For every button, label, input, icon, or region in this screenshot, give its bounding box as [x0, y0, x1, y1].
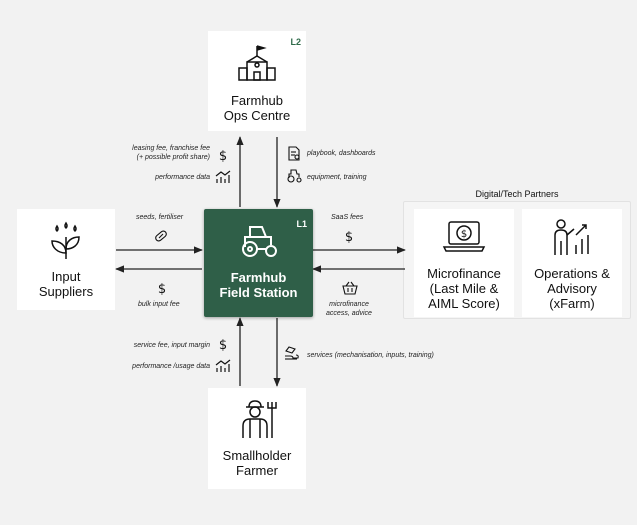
leasing-fee-line2: (+ possible profit share) — [136, 154, 210, 161]
microfinance-line1: Microfinance — [427, 266, 501, 281]
field-station-line1: Farmhub — [230, 270, 287, 285]
flow-performance-data: performance data — [155, 174, 210, 181]
hand-box-icon — [285, 346, 299, 360]
sprout-icon — [51, 221, 80, 259]
svg-text:$: $ — [219, 149, 227, 162]
flow-performance-usage: performance /usage data — [132, 363, 210, 370]
ops-centre-line2: Ops Centre — [223, 108, 291, 123]
microfinance-line2: (Last Mile & — [429, 281, 499, 296]
operations-line2: Advisory — [547, 281, 597, 296]
flow-services: services (mechanisation, inputs, trainin… — [307, 352, 434, 359]
flow-service-fee: service fee, input margin — [133, 342, 210, 349]
presenter-chart-icon — [554, 219, 589, 255]
operations-line3: (xFarm) — [549, 296, 595, 311]
trend-chart-icon — [215, 359, 231, 372]
node-microfinance: $ Microfinance (Last Mile & AIML Score) — [414, 209, 514, 317]
dollar-icon: $ — [158, 282, 166, 295]
dollar-icon: $ — [345, 230, 353, 243]
laptop-dollar-icon: $ — [442, 221, 486, 252]
smallholder-line1: Smallholder — [222, 448, 292, 463]
microfinance-access-line1: microfinance — [329, 301, 369, 308]
flow-seeds: seeds, fertiliser — [136, 214, 184, 221]
node-ops-centre: L2 Farmhub Ops Centre — [208, 31, 306, 131]
node-field-station: L1 Farmhub Field Station — [204, 209, 313, 317]
document-chart-icon — [288, 146, 300, 161]
trend-chart-icon — [215, 170, 231, 183]
dollar-icon: $ — [219, 338, 227, 351]
flow-bulk-fee: bulk input fee — [138, 301, 180, 308]
dollar-icon: $ — [219, 149, 227, 162]
leasing-fee-line1: leasing fee, franchise fee — [132, 145, 210, 152]
tractor-small-icon — [287, 169, 302, 183]
svg-text:$: $ — [158, 282, 166, 295]
operations-line1: Operations & — [534, 266, 610, 281]
node-smallholder-farmer: Smallholder Farmer — [208, 388, 306, 489]
svg-text:$: $ — [345, 230, 353, 243]
flow-equipment: equipment, training — [307, 174, 367, 181]
svg-text:$: $ — [219, 338, 227, 351]
flow-playbook: playbook, dashboards — [307, 150, 376, 157]
smallholder-line2: Farmer — [236, 463, 278, 478]
input-suppliers-line2: Suppliers — [38, 284, 94, 299]
field-station-line2: Field Station — [219, 285, 298, 300]
flow-leasing-fee: leasing fee, franchise fee (+ possible p… — [100, 144, 210, 162]
ops-centre-line1: Farmhub — [230, 93, 284, 108]
school-building-icon — [238, 45, 276, 81]
flow-microfinance-access: microfinance access, advice — [315, 300, 383, 318]
microfinance-access-line2: access, advice — [326, 310, 372, 317]
seed-pill-icon — [155, 230, 167, 242]
svg-text:$: $ — [461, 229, 467, 240]
farmer-with-pitchfork-icon — [242, 400, 277, 438]
node-input-suppliers: Input Suppliers — [17, 209, 115, 310]
partners-title: Digital/Tech Partners — [475, 189, 559, 199]
input-suppliers-line1: Input — [51, 269, 81, 284]
node-operations-advisory: Operations & Advisory (xFarm) — [522, 209, 622, 317]
basket-icon — [342, 281, 358, 295]
tractor-icon — [242, 226, 277, 257]
level-tag-l1: L1 — [296, 219, 307, 229]
flow-saas-fees: SaaS fees — [331, 214, 364, 221]
level-tag-l2: L2 — [290, 37, 301, 47]
microfinance-line3: AIML Score) — [428, 296, 500, 311]
